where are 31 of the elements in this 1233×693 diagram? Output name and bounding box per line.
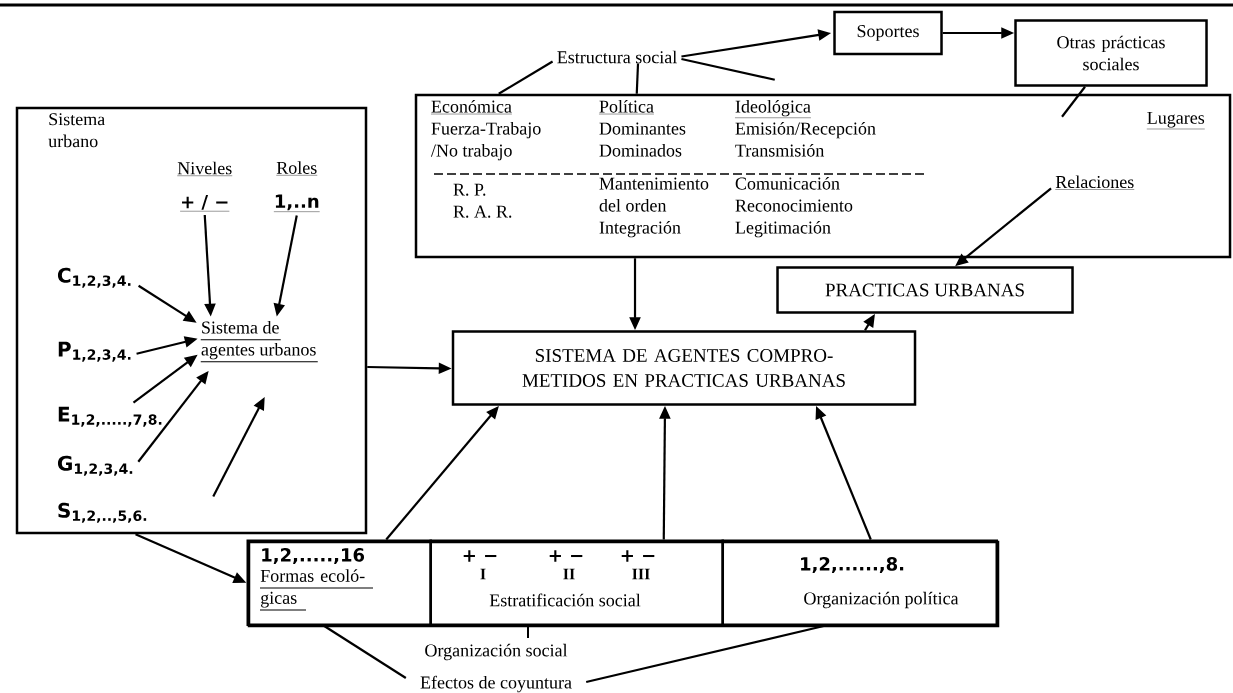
label-text: Relaciones bbox=[1055, 175, 1135, 190]
group-box bbox=[414, 93, 1232, 259]
text-column: Económica Fuerza-Trabajo /No trabajo R. P. R. A. R. bbox=[430, 99, 541, 218]
heading-text: Niveles + / − bbox=[177, 161, 233, 212]
index-text: P$_{1,2,3,4.}$ bbox=[58, 341, 131, 362]
index-text: C$_{1,2,3,4.}$ bbox=[57, 267, 131, 288]
label-text: Efectos de coyuntura bbox=[420, 675, 572, 693]
table-cell: 1,2,......,8. Organización política bbox=[721, 539, 998, 626]
index-text: S$_{1,2,..,5,6.}$ bbox=[58, 502, 147, 523]
connector-line bbox=[323, 625, 407, 679]
heading-text: Sistema de agentes urbanos bbox=[200, 320, 319, 363]
table-cell: 1,2,.....,16 Formas ecoló- gicas bbox=[246, 539, 432, 626]
process-box: SISTEMA DE AGENTES COMPRO- METIDOS EN PRACTICAS URBANAS bbox=[451, 330, 917, 406]
text-column: Ideológica Emisión/Recepción Transmisión Comunicación Reconocimiento Legitimación bbox=[734, 99, 876, 238]
process-box: Otras prácticas sociales bbox=[1014, 19, 1208, 87]
connector-line bbox=[681, 57, 775, 81]
connector-line bbox=[635, 63, 640, 94]
process-box: Soportes bbox=[833, 10, 943, 56]
label-text: Estructura social bbox=[557, 50, 677, 64]
index-text: G$_{1,2,3,4.}$ bbox=[57, 455, 133, 476]
text-column: Política Dominantes Dominados Mantenimiento del orden Integración bbox=[598, 99, 709, 238]
index-text: E$_{1,2,.....,7,8.}$ bbox=[58, 406, 162, 427]
group-title: Sistema urbano bbox=[48, 113, 105, 148]
connector-line bbox=[1061, 86, 1086, 118]
table-cell: + − I + − II + − III Estratificación social bbox=[429, 539, 724, 626]
group-title: Organización social bbox=[425, 625, 568, 661]
heading-text: Roles 1,..n bbox=[273, 161, 320, 212]
label-text: Lugares bbox=[1146, 111, 1205, 130]
connector-line bbox=[585, 624, 824, 684]
process-box: PRACTICAS URBANAS bbox=[776, 266, 1074, 314]
connector-line bbox=[498, 60, 554, 95]
